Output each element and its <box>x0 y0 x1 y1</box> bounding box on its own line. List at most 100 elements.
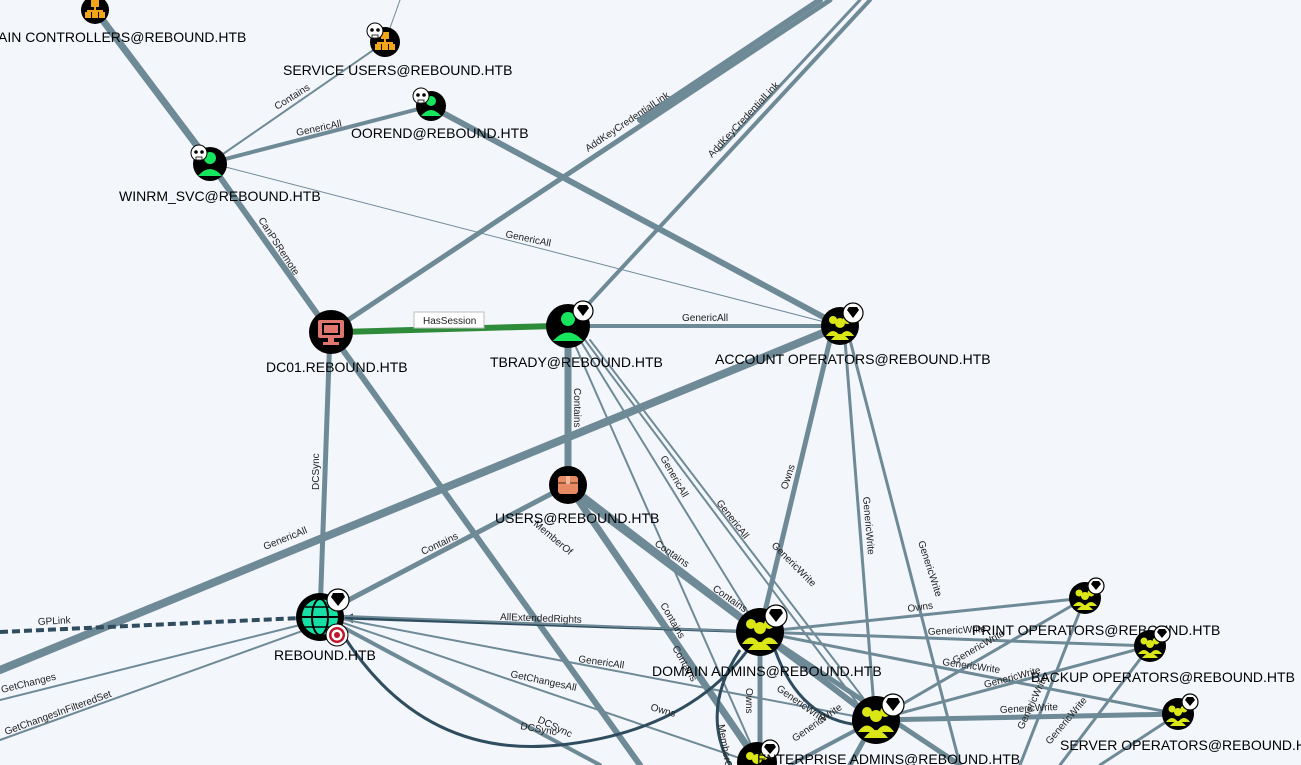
edge-hassession[interactable] <box>339 323 556 335</box>
node-tbrady[interactable]: TBRADY@REBOUND.HTB <box>490 300 663 370</box>
hassession-label-text: HasSession <box>423 316 476 327</box>
edge-label-owns: Owns <box>743 688 754 714</box>
node-label: BACKUP OPERATORS@REBOUND.HTB <box>1031 669 1295 685</box>
edge-dc01-rebound[interactable] <box>317 329 333 618</box>
edge-dcsync-curve[interactable] <box>338 629 762 749</box>
node-label: TBRADY@REBOUND.HTB <box>490 354 663 370</box>
group-icon <box>1073 589 1097 610</box>
edge-getchangesinfilteredset[interactable] <box>0 629 306 741</box>
node-label: AIN CONTROLLERS@REBOUND.HTB <box>0 29 246 45</box>
gem-icon <box>881 693 905 717</box>
edge-backupops-down[interactable] <box>1058 644 1152 765</box>
edge-label-contains: Contains <box>571 388 582 427</box>
edge-winrm-dc01[interactable] <box>207 160 333 335</box>
edge-rebound-down[interactable] <box>318 613 602 765</box>
edge-label-genericwrite: GenericWrite <box>1000 702 1059 716</box>
node-dc01[interactable]: DC01.REBOUND.HTB <box>266 310 408 375</box>
node-label: ACCOUNT OPERATORS@REBOUND.HTB <box>715 351 991 367</box>
edge-ea-curve[interactable] <box>715 649 742 765</box>
edge-da-ea-curve[interactable] <box>773 649 861 727</box>
edge-tbrady-da2[interactable] <box>584 339 871 721</box>
node-domain-controllers[interactable]: AIN CONTROLLERS@REBOUND.HTB <box>0 0 246 45</box>
node-winrm-svc[interactable]: WINRM_SVC@REBOUND.HTB <box>119 144 321 204</box>
node-print-operators[interactable]: PRINT OPERATORS@REBOUND.HTB <box>972 577 1220 638</box>
node-backup-operators[interactable]: BACKUP OPERATORS@REBOUND.HTB <box>1031 625 1295 685</box>
edge-tbrady-ea[interactable] <box>574 344 761 765</box>
node-domain-admins[interactable]: DOMAIN ADMINS@REBOUND.HTB <box>652 604 882 679</box>
edge-serviceusers-winrm[interactable] <box>209 41 386 164</box>
skull-icon <box>366 22 384 40</box>
edge-ea-printops[interactable] <box>873 596 1087 722</box>
edge-tbrady-da3[interactable] <box>589 339 881 721</box>
edge-rebound-ea[interactable] <box>319 614 876 721</box>
node-label: OOREND@REBOUND.HTB <box>351 125 529 141</box>
edge-ea-backupops[interactable] <box>873 644 1152 722</box>
edge-winrm-accountops[interactable] <box>209 162 841 327</box>
edge-accountops-ea2[interactable] <box>848 338 962 765</box>
box-icon <box>558 476 578 494</box>
group-icon <box>375 32 395 50</box>
edge-ea-serverops[interactable] <box>872 711 1181 723</box>
edge-top-a[interactable] <box>637 0 823 123</box>
node-label: DC01.REBOUND.HTB <box>266 359 408 375</box>
edge-label-dcsync: DCSync <box>311 453 322 490</box>
edge-oorend-winrm[interactable] <box>208 104 432 165</box>
node-label: REBOUND.HTB <box>274 647 376 663</box>
edge-label-addkeycredentiallink: AddKeyCredentialLink <box>706 79 782 160</box>
edge-users-ea[interactable] <box>564 481 764 765</box>
target-icon <box>325 623 349 647</box>
node-label: PRINT OPERATORS@REBOUND.HTB <box>972 622 1220 638</box>
node-label: DOMAIN ADMINS@REBOUND.HTB <box>652 663 882 679</box>
edge-da-printops[interactable] <box>758 596 1087 634</box>
edge-accountops-left[interactable] <box>0 322 844 674</box>
hassession-label[interactable]: HasSession <box>413 311 485 329</box>
gem-icon <box>1087 577 1105 595</box>
edge-dc01-top[interactable] <box>327 0 833 335</box>
edge-da-backupops[interactable] <box>758 630 1152 648</box>
edge-label-addkeycredentiallink: AddKeyCredentialLink <box>584 89 673 154</box>
edge-top-b[interactable] <box>718 0 862 152</box>
node-server-operators[interactable]: SERVER OPERATORS@REBOUND.HTB <box>1060 693 1301 753</box>
group-icon <box>1166 705 1190 726</box>
edge-dc01-memberof[interactable] <box>327 329 643 765</box>
edge-rebound-da[interactable] <box>319 614 761 633</box>
edge-label-allextendedrights: AllExtendedRights <box>500 612 582 626</box>
edge-dc-winrm[interactable] <box>91 6 214 167</box>
hassession-label-box <box>413 311 485 329</box>
edge-labels: Contains GenericAll CanPSRemote GenericA… <box>0 79 1090 765</box>
node-account-operators[interactable]: ACCOUNT OPERATORS@REBOUND.HTB <box>715 302 991 367</box>
node-users[interactable]: USERS@REBOUND.HTB <box>495 466 659 526</box>
edge-gplink[interactable] <box>0 616 301 634</box>
edge-printops-down[interactable] <box>1018 596 1087 765</box>
node-service-users[interactable]: SERVICE USERS@REBOUND.HTB <box>283 22 512 78</box>
edge-accountops-ea[interactable] <box>843 338 877 722</box>
edge-tbrady-da1[interactable] <box>579 339 761 633</box>
edge-accountops-da[interactable] <box>757 337 833 635</box>
group-icon <box>1138 637 1162 658</box>
node-label: USERS@REBOUND.HTB <box>495 510 659 526</box>
gem-icon <box>1153 625 1171 643</box>
group-icon <box>85 0 105 18</box>
node-label: ENTERPRISE ADMINS@REBOUND.HTB <box>757 751 1020 765</box>
edge-users-rebound[interactable] <box>317 482 571 618</box>
node-rebound[interactable]: REBOUND.HTB <box>274 588 376 663</box>
edge-oorend-accountops[interactable] <box>427 103 843 329</box>
edge-label-genericwrite: GenericWrite <box>928 624 987 638</box>
node-enterprise-admins[interactable] <box>852 693 905 744</box>
edge-label-getchangesinfilteredset: GetChangesInFilteredSet <box>3 689 113 738</box>
node-label: WINRM_SVC@REBOUND.HTB <box>119 188 321 204</box>
edge-da-lower3[interactable] <box>757 629 963 765</box>
gem-icon <box>572 300 594 322</box>
gem-icon <box>326 588 350 612</box>
edge-getchanges[interactable] <box>0 624 301 701</box>
gem-icon <box>764 604 788 628</box>
edge-rebound-ea2[interactable] <box>319 614 761 765</box>
edge-label-genericall: GenericAll <box>504 229 551 249</box>
node-enterprise-admins-partial[interactable]: ENTERPRISE ADMINS@REBOUND.HTB <box>737 739 1020 765</box>
edge-tbrady-top[interactable] <box>566 0 872 328</box>
edge-label-genericwrite: GenericWrite <box>860 496 876 555</box>
node-oorend[interactable]: OOREND@REBOUND.HTB <box>351 87 529 141</box>
edge-label-genericwrite: GenericWrite <box>915 540 944 599</box>
gem-icon <box>1181 693 1199 711</box>
